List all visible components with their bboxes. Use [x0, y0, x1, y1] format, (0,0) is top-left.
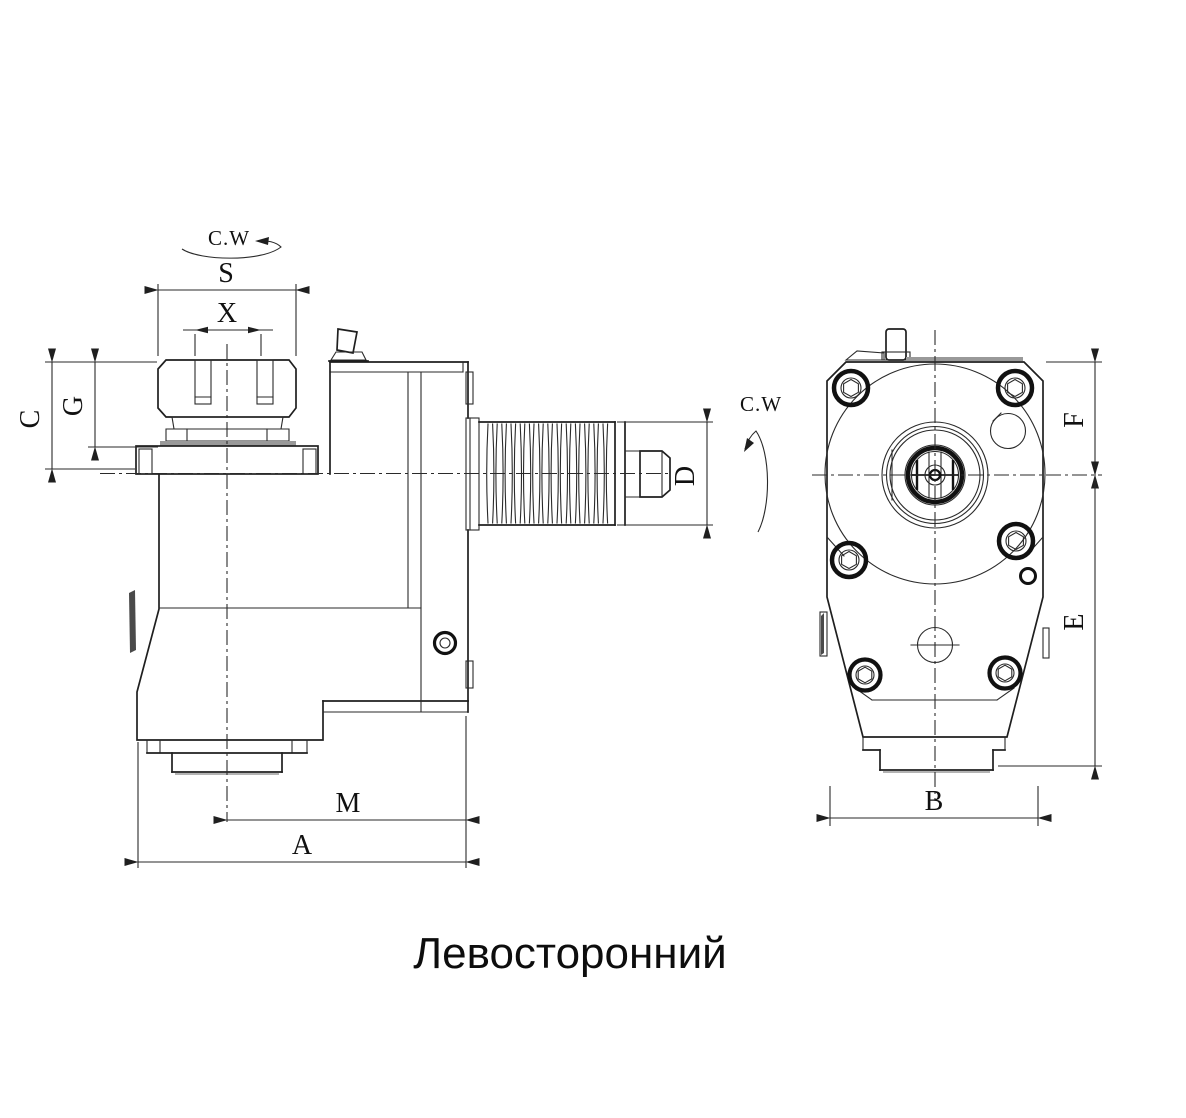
collet-nut [157, 359, 297, 446]
dim-label-a: A [292, 830, 313, 861]
rotation-arrow-right: C.W [740, 392, 782, 533]
dim-B: B [816, 786, 1052, 826]
lock-pin-front [844, 328, 1023, 361]
dim-label-x: X [217, 298, 237, 329]
dim-G: G [58, 348, 158, 461]
cw-label-left: C.W [208, 226, 250, 250]
dim-E: E [998, 461, 1102, 780]
top-edge-shading [906, 357, 1023, 361]
set-screw [432, 630, 458, 656]
knurl-ring [160, 441, 296, 446]
cap-screw [987, 655, 1023, 691]
nut-slot [194, 359, 212, 405]
dim-C: C [15, 348, 157, 483]
dim-X: X [183, 298, 273, 356]
clamp-wedge [129, 590, 136, 653]
small-pin-hole [1019, 567, 1037, 585]
cap-screw [847, 657, 883, 693]
front-view: B F E [812, 328, 1102, 826]
dim-D: D [617, 408, 713, 539]
cap-screw [995, 368, 1035, 408]
dim-S: S [144, 258, 310, 356]
cap-screw [829, 540, 869, 580]
drawing-title: Левосторонний [413, 929, 727, 978]
cap-screw [831, 368, 871, 408]
dim-label-f: F [1059, 412, 1090, 428]
cap-screw [996, 521, 1036, 561]
dim-label-d: D [670, 466, 701, 486]
dim-M: M [213, 788, 480, 825]
dim-F: F [1046, 348, 1102, 489]
dim-label-g: G [58, 396, 89, 416]
dim-label-e: E [1059, 613, 1090, 630]
side-view: C.W S X C G [15, 226, 782, 868]
front-foot [862, 736, 1006, 773]
body-outline [129, 361, 474, 741]
dim-label-c: C [15, 410, 46, 429]
dim-label-b: B [925, 786, 944, 817]
side-tab [465, 371, 474, 405]
front-tab-right [1042, 627, 1050, 659]
lock-pin-side [328, 328, 369, 362]
dim-label-s: S [218, 258, 234, 289]
cw-label-right: C.W [740, 392, 782, 416]
nut-slot [256, 359, 274, 405]
coolant-port [989, 412, 1027, 450]
dim-A: A [124, 716, 480, 868]
dim-label-m: M [336, 788, 361, 819]
side-tab [465, 660, 474, 689]
front-tab-left [819, 611, 828, 657]
rotation-arrow-left: C.W [181, 226, 282, 259]
